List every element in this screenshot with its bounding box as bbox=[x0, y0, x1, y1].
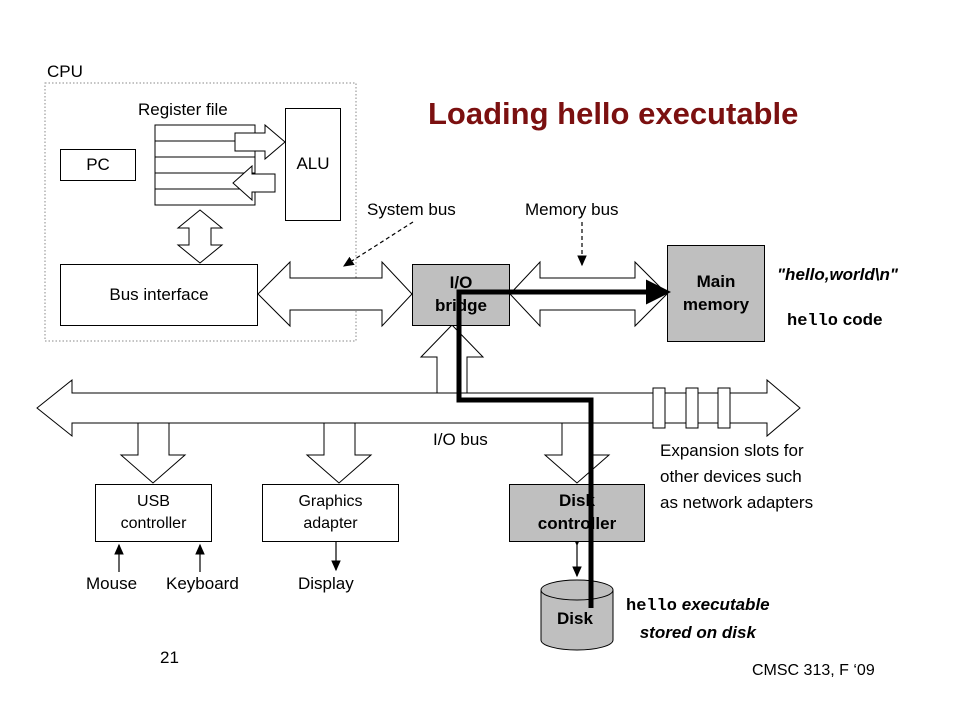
disk-controller: Disk controller bbox=[509, 484, 645, 542]
graphics-connector bbox=[305, 422, 373, 484]
alu: ALU bbox=[285, 108, 341, 221]
usb-controller: USB controller bbox=[95, 484, 212, 542]
io-bus-label: I/O bus bbox=[433, 430, 488, 449]
alu-to-regfile-arrow bbox=[232, 164, 276, 202]
usb-line2: controller bbox=[120, 515, 187, 532]
disk-note-line1: hello executable bbox=[626, 592, 770, 620]
mouse-label: Mouse bbox=[86, 574, 138, 593]
memory-bus-label: Memory bus bbox=[525, 200, 619, 219]
disk-controller-line2: controller bbox=[537, 514, 617, 533]
cpu-label: CPU bbox=[47, 62, 83, 81]
disk-note: hello executable stored on disk bbox=[626, 592, 770, 646]
bridge-io-bus-connector bbox=[419, 324, 485, 394]
io-bridge-line1: I/O bbox=[449, 273, 473, 293]
slide-title: Loading hello executable bbox=[428, 96, 799, 131]
graphics-line1: Graphics bbox=[298, 493, 363, 511]
disk-note-text1: executable bbox=[677, 595, 770, 614]
pc-register: PC bbox=[60, 149, 136, 181]
disk-note-line2: stored on disk bbox=[639, 623, 756, 642]
memory-bus-arrow bbox=[509, 260, 668, 328]
memory-code-mono: hello bbox=[787, 312, 839, 331]
display-label: Display bbox=[298, 574, 354, 593]
io-bridge: I/O bridge bbox=[412, 264, 510, 326]
system-bus-label: System bus bbox=[367, 200, 456, 219]
usb-connector bbox=[119, 422, 187, 484]
usb-line1: USB bbox=[137, 493, 170, 511]
memory-string: "hello,world\n" bbox=[777, 265, 898, 284]
alu-label: ALU bbox=[296, 154, 330, 174]
graphics-line2: adapter bbox=[303, 515, 358, 532]
main-memory: Main memory bbox=[667, 245, 765, 342]
expansion-line3: as network adapters bbox=[660, 493, 814, 512]
expansion-note: Expansion slots for other devices such a… bbox=[660, 438, 813, 516]
expansion-line2: other devices such bbox=[660, 467, 802, 486]
disk-controller-connector bbox=[543, 422, 611, 484]
disk-label: Disk bbox=[557, 609, 593, 628]
course-footer: CMSC 313, F ‘09 bbox=[752, 662, 875, 679]
keyboard-label: Keyboard bbox=[166, 574, 239, 593]
expansion-slots bbox=[652, 387, 731, 429]
system-bus-arrow bbox=[257, 260, 413, 328]
main-memory-line2: memory bbox=[682, 294, 750, 314]
expansion-line1: Expansion slots for bbox=[660, 441, 804, 460]
system-bus-callout bbox=[342, 221, 414, 267]
register-file-label: Register file bbox=[138, 100, 228, 119]
cpu-boundary bbox=[44, 82, 357, 342]
regfile-to-alu-arrow bbox=[234, 123, 286, 161]
graphics-adapter: Graphics adapter bbox=[262, 484, 399, 542]
memory-code-text: code bbox=[838, 310, 883, 329]
bus-interface-label: Bus interface bbox=[109, 284, 209, 304]
memory-code: hello code bbox=[787, 310, 882, 331]
regfile-bus-interface-arrow bbox=[176, 209, 224, 264]
io-bridge-line2: bridge bbox=[435, 296, 487, 315]
register-file-stack bbox=[154, 124, 256, 206]
bus-interface: Bus interface bbox=[60, 264, 258, 326]
slide-number: 21 bbox=[160, 648, 179, 667]
disk-controller-line1: Disk bbox=[559, 491, 595, 511]
main-memory-line1: Main bbox=[696, 271, 736, 291]
pc-label: PC bbox=[86, 154, 110, 174]
disk-note-mono: hello bbox=[626, 597, 678, 616]
